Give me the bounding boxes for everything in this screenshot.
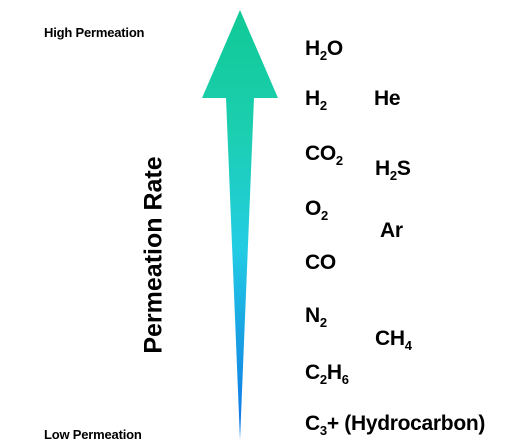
permeation-rate-axis-title: Permeation Rate	[139, 156, 168, 354]
formula-subscript: 4	[404, 338, 412, 353]
gas-c2h6: C2H6	[305, 361, 349, 386]
gas-co2: CO2	[305, 142, 343, 167]
gas-he: He	[374, 87, 401, 110]
formula-text: Ar	[380, 219, 403, 242]
formula-subscript: 6	[341, 372, 349, 387]
gas-h2o: H2O	[305, 37, 343, 62]
formula-subscript: 2	[321, 208, 328, 223]
gas-co: CO	[305, 252, 336, 273]
formula-text: + (Hydrocarbon)	[326, 412, 486, 435]
formula-text: He	[374, 87, 401, 110]
formula-text: H	[326, 361, 342, 384]
formula-text: C	[305, 361, 320, 384]
gas-o2: O2	[305, 197, 328, 222]
formula-subscript: 2	[319, 98, 327, 113]
formula-text: H	[305, 87, 320, 110]
formula-text: CO	[305, 142, 336, 165]
formula-text: H	[375, 157, 390, 180]
formula-text: N	[305, 304, 320, 327]
formula-text: S	[396, 157, 411, 180]
formula-text: O	[326, 37, 343, 60]
permeation-arrow	[202, 10, 278, 440]
formula-text: CO	[305, 251, 336, 274]
gas-ar: Ar	[380, 220, 403, 241]
gas-n2: N2	[305, 304, 327, 329]
formula-subscript: 3	[319, 423, 327, 438]
formula-subscript: 2	[335, 153, 343, 168]
formula-text: O	[305, 197, 322, 220]
high-permeation-label: High Permeation	[44, 25, 145, 40]
gas-c3-hydrocarbon: C3+ (Hydrocarbon)	[305, 412, 486, 437]
formula-subscript: 2	[319, 48, 327, 63]
gas-h2: H2	[305, 87, 327, 112]
formula-subscript: 2	[319, 315, 327, 330]
formula-subscript: 2	[389, 168, 397, 183]
formula-text: C	[305, 412, 320, 435]
formula-subscript: 2	[319, 372, 327, 387]
formula-text: H	[305, 37, 320, 60]
gas-ch4: CH4	[375, 327, 412, 352]
low-permeation-label: Low Permeation	[44, 427, 142, 442]
gas-h2s: H2S	[375, 157, 411, 182]
formula-text: CH	[375, 327, 405, 350]
arrow-shape	[202, 10, 278, 440]
